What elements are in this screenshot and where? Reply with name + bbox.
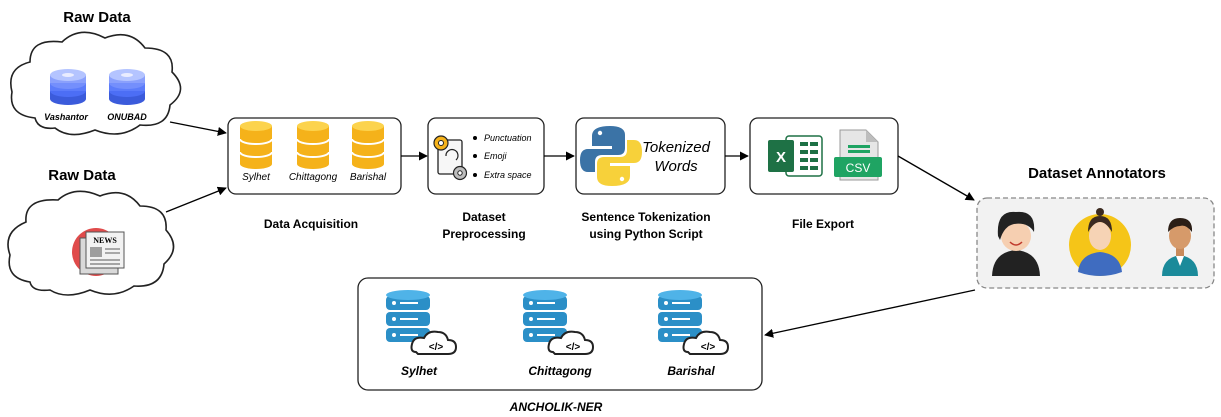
csv-file-icon: CSV xyxy=(834,129,882,181)
raw-data-top-cloud xyxy=(10,31,182,136)
ner-region-chittagong: Chittagong xyxy=(528,364,592,378)
ner-code-symbol-2: </> xyxy=(566,342,581,353)
ner-region-barishal: Barishal xyxy=(667,364,715,378)
arrow-raw-bottom-to-acquisition xyxy=(165,186,227,213)
ner-caption: ANCHOLIK-NER xyxy=(509,400,603,414)
excel-icon: X xyxy=(768,135,823,177)
disk-stack-icon-vashantor xyxy=(50,69,86,105)
pre-item-emoji: Emoji xyxy=(484,151,508,161)
acq-region-sylhet: Sylhet xyxy=(242,172,271,183)
tokenization-caption-2: using Python Script xyxy=(589,227,702,241)
arrow-raw-top-to-acquisition xyxy=(169,121,227,136)
acq-region-chittagong: Chittagong xyxy=(289,172,338,183)
annotator-avatar-1 xyxy=(992,211,1040,276)
raw-data-bottom-title: Raw Data xyxy=(48,167,116,184)
db-icon-barishal xyxy=(351,120,385,170)
tokenized-text-1: Tokenized xyxy=(642,139,710,156)
pre-item-punctuation: Punctuation xyxy=(484,133,532,143)
annotators-title: Dataset Annotators xyxy=(1028,165,1166,182)
preprocessing-caption-1: Dataset xyxy=(462,210,505,224)
raw-data-top-title: Raw Data xyxy=(63,9,131,26)
csv-label: CSV xyxy=(846,161,871,175)
svg-text:X: X xyxy=(776,149,786,166)
python-logo-icon xyxy=(580,126,642,186)
export-caption: File Export xyxy=(792,217,854,231)
db-icon-sylhet xyxy=(239,120,273,170)
preprocessing-caption-2: Preprocessing xyxy=(442,227,525,241)
source-label-vashantor: Vashantor xyxy=(44,112,88,122)
pre-item-extra-space: Extra space xyxy=(484,170,532,180)
tokenization-caption-1: Sentence Tokenization xyxy=(581,210,710,224)
acquisition-caption: Data Acquisition xyxy=(264,217,358,231)
gear-document-icon xyxy=(433,135,468,181)
tokenized-text-2: Words xyxy=(654,158,698,175)
arrow-export-to-annotators xyxy=(897,155,975,201)
newspaper-icon: NEWS xyxy=(72,228,125,276)
ner-region-sylhet: Sylhet xyxy=(401,364,438,378)
source-label-onubad: ONUBAD xyxy=(107,112,147,122)
annotator-avatar-3 xyxy=(1162,218,1198,276)
annotator-avatar-2 xyxy=(1069,208,1131,276)
ner-code-symbol-3: </> xyxy=(701,342,716,353)
arrow-annotators-to-ner xyxy=(764,289,976,338)
ner-code-symbol-1: </> xyxy=(429,342,444,353)
db-icon-chittagong xyxy=(296,120,330,170)
acq-region-barishal: Barishal xyxy=(350,172,387,183)
news-badge: NEWS xyxy=(93,236,117,245)
disk-stack-icon-onubad xyxy=(109,69,145,105)
